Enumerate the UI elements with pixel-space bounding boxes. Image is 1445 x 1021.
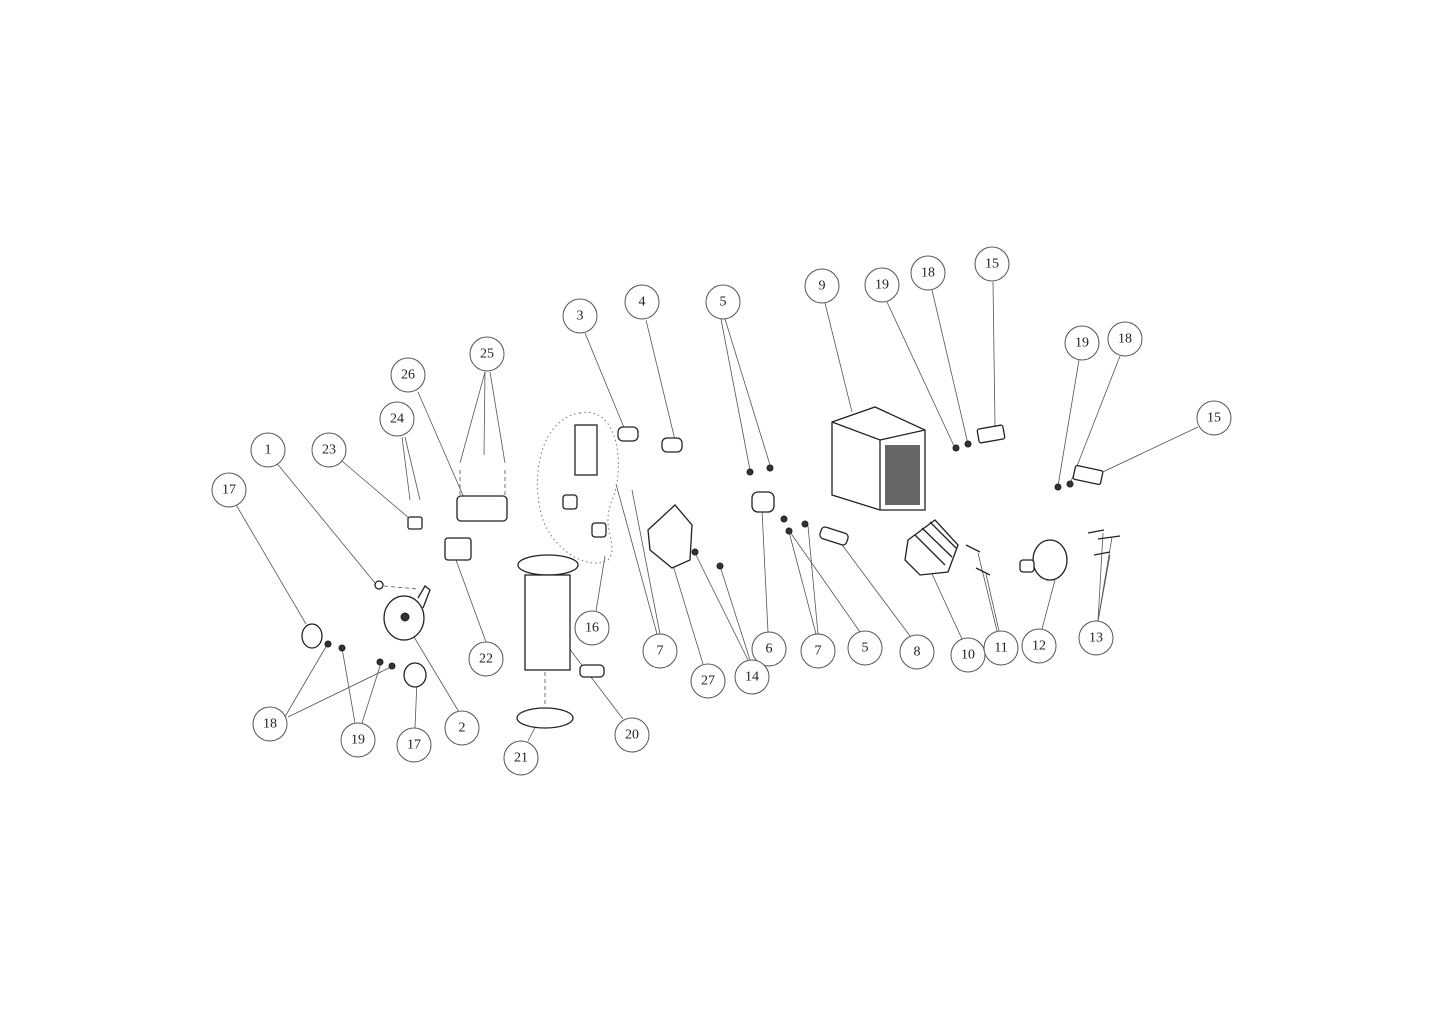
callout-8: 8 <box>899 634 935 670</box>
plate-part-15b <box>1072 464 1104 486</box>
callout-label: 27 <box>701 674 715 689</box>
callout-19: 19 <box>340 722 376 758</box>
connector-part-22 <box>444 537 472 561</box>
callout-7: 7 <box>642 633 678 669</box>
callout-21: 21 <box>503 740 539 776</box>
callout-label: 18 <box>921 266 935 281</box>
callout-label: 10 <box>961 648 975 663</box>
callout-16: 16 <box>574 610 610 646</box>
callout-label: 23 <box>322 443 336 458</box>
callout-2: 2 <box>444 710 480 746</box>
callout-label: 15 <box>985 257 999 272</box>
callout-15: 15 <box>974 246 1010 282</box>
callout-label: 18 <box>1118 332 1132 347</box>
callout-5: 5 <box>705 284 741 320</box>
callout-4: 4 <box>624 284 660 320</box>
sensor-part-4 <box>661 437 683 453</box>
callout-5: 5 <box>847 630 883 666</box>
callout-label: 3 <box>577 309 584 324</box>
callout-19: 19 <box>864 267 900 303</box>
callout-label: 15 <box>1207 411 1221 426</box>
callout-label: 5 <box>720 295 727 310</box>
callout-label: 26 <box>401 368 415 383</box>
leader-lines <box>234 281 1199 742</box>
battery-vent-grid <box>885 445 920 505</box>
cap-part-17a <box>301 623 323 649</box>
callout-label: 6 <box>766 642 773 657</box>
callout-label: 21 <box>514 751 528 766</box>
callout-6: 6 <box>751 631 787 667</box>
callout-14: 14 <box>734 659 770 695</box>
callout-24: 24 <box>379 401 415 437</box>
relay-part-23 <box>407 516 423 530</box>
callout-7: 7 <box>800 633 836 669</box>
callout-label: 4 <box>639 295 646 310</box>
callout-22: 22 <box>468 641 504 677</box>
callout-label: 18 <box>263 717 277 732</box>
cap-part-17b <box>403 662 427 688</box>
parts <box>301 406 1121 729</box>
callout-label: 12 <box>1032 639 1046 654</box>
sensor-group-16 <box>574 424 598 476</box>
callout-label: 13 <box>1089 631 1103 646</box>
callout-11: 11 <box>983 630 1019 666</box>
module-part-27 <box>647 504 693 569</box>
callout-label: 19 <box>1075 336 1089 351</box>
callout-label: 17 <box>222 483 236 498</box>
callout-17: 17 <box>211 472 247 508</box>
regulator-part-10 <box>904 519 959 576</box>
callout-23: 23 <box>311 432 347 468</box>
callout-label: 16 <box>585 621 599 636</box>
callout-label: 17 <box>407 738 421 753</box>
callout-13: 13 <box>1078 620 1114 656</box>
callout-27: 27 <box>690 663 726 699</box>
callout-label: 22 <box>479 652 493 667</box>
callout-label: 25 <box>480 347 494 362</box>
sensor-part-3 <box>617 426 639 442</box>
callout-19: 19 <box>1064 325 1100 361</box>
callout-label: 5 <box>862 641 869 656</box>
sensor-part-8 <box>819 526 849 546</box>
callout-1: 1 <box>250 432 286 468</box>
group-outline-16 <box>536 411 619 564</box>
callout-26: 26 <box>390 357 426 393</box>
fuel-pump-flange <box>517 554 579 576</box>
callout-9: 9 <box>804 268 840 304</box>
callout-label: 7 <box>657 644 664 659</box>
callout-label: 1 <box>265 443 272 458</box>
callout-label: 8 <box>914 645 921 660</box>
callout-17: 17 <box>396 727 432 763</box>
callout-18: 18 <box>252 706 288 742</box>
callout-label: 2 <box>459 721 466 736</box>
callout-label: 20 <box>625 728 639 743</box>
callout-3: 3 <box>562 298 598 334</box>
callout-18: 18 <box>910 255 946 291</box>
fuel-pump-part-20 <box>524 574 571 671</box>
callout-18: 18 <box>1107 321 1143 357</box>
bolt-part-1 <box>374 580 384 590</box>
plate-part-15a <box>976 424 1006 444</box>
stator-part-12 <box>1032 539 1068 581</box>
callout-label: 9 <box>819 279 826 294</box>
ecu-part-26 <box>456 495 508 522</box>
callout-label: 11 <box>994 641 1007 656</box>
callout-15: 15 <box>1196 400 1232 436</box>
callout-12: 12 <box>1021 628 1057 664</box>
callout-label: 19 <box>875 278 889 293</box>
callout-label: 14 <box>745 670 759 685</box>
callout-20: 20 <box>614 717 650 753</box>
callout-label: 7 <box>815 644 822 659</box>
seal-ring-part-21 <box>516 707 574 729</box>
callout-label: 19 <box>351 733 365 748</box>
callout-10: 10 <box>950 637 986 673</box>
callout-label: 24 <box>390 412 404 427</box>
callout-25: 25 <box>469 336 505 372</box>
coil-part-6 <box>751 491 775 513</box>
